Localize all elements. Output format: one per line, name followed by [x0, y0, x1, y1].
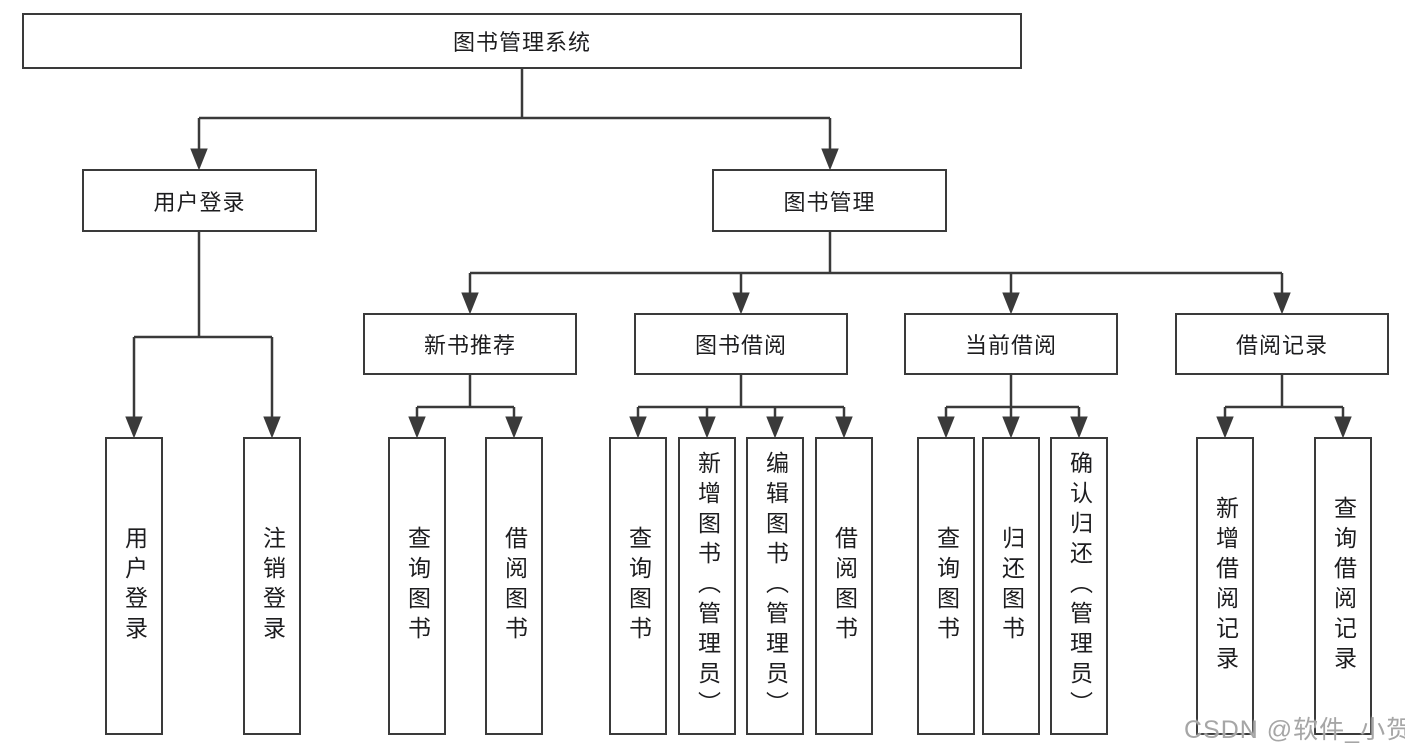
node-label: 注销登录: [259, 526, 286, 646]
leaf-query-books-current: 查询图书: [917, 437, 975, 735]
node-user-login-module: 用户登录: [82, 169, 317, 232]
node-label: 新增借阅记录: [1212, 496, 1239, 676]
node-book-management-module: 图书管理: [712, 169, 947, 232]
leaf-logout: 注销登录: [243, 437, 301, 735]
leaf-query-books-recommend: 查询图书: [388, 437, 446, 735]
leaf-return-books: 归还图书: [982, 437, 1040, 735]
node-current-borrowing: 当前借阅: [904, 313, 1118, 375]
node-label: 确认归还（管理员）: [1066, 451, 1093, 721]
leaf-query-borrow-record: 查询借阅记录: [1314, 437, 1372, 735]
node-label: 图书管理: [783, 189, 876, 215]
node-label: 查询图书: [625, 526, 652, 646]
leaf-query-books-borrowing: 查询图书: [609, 437, 667, 735]
node-label: 查询图书: [404, 526, 431, 646]
node-label: 借阅图书: [831, 526, 858, 646]
node-borrowing-records: 借阅记录: [1175, 313, 1389, 375]
node-label: 用户登录: [121, 526, 148, 646]
node-label: 当前借阅: [964, 333, 1057, 358]
node-label: 查询图书: [933, 526, 960, 646]
node-label: 新增图书（管理员）: [694, 451, 721, 721]
node-label: 借阅记录: [1235, 333, 1328, 358]
leaf-add-borrow-record: 新增借阅记录: [1196, 437, 1254, 735]
leaf-confirm-return-admin: 确认归还（管理员）: [1050, 437, 1108, 735]
node-label: 新书推荐: [423, 333, 516, 358]
leaf-user-login: 用户登录: [105, 437, 163, 735]
leaf-edit-books-admin: 编辑图书（管理员）: [746, 437, 804, 735]
node-new-book-recommend: 新书推荐: [363, 313, 577, 375]
leaf-borrow-books: 借阅图书: [815, 437, 873, 735]
csdn-watermark: CSDN @软件_小贺同学: [1184, 716, 1405, 744]
leaf-add-books-admin: 新增图书（管理员）: [678, 437, 736, 735]
node-label: 归还图书: [998, 526, 1025, 646]
node-label: 图书借阅: [694, 333, 787, 358]
node-label: 图书管理系统: [452, 30, 591, 55]
node-label: 借阅图书: [501, 526, 528, 646]
node-library-management-system: 图书管理系统: [22, 13, 1022, 69]
leaf-borrow-books-recommend: 借阅图书: [485, 437, 543, 735]
node-label: 用户登录: [153, 189, 246, 215]
node-label: 查询借阅记录: [1330, 496, 1357, 676]
node-book-borrowing: 图书借阅: [634, 313, 848, 375]
node-label: 编辑图书（管理员）: [762, 451, 789, 721]
